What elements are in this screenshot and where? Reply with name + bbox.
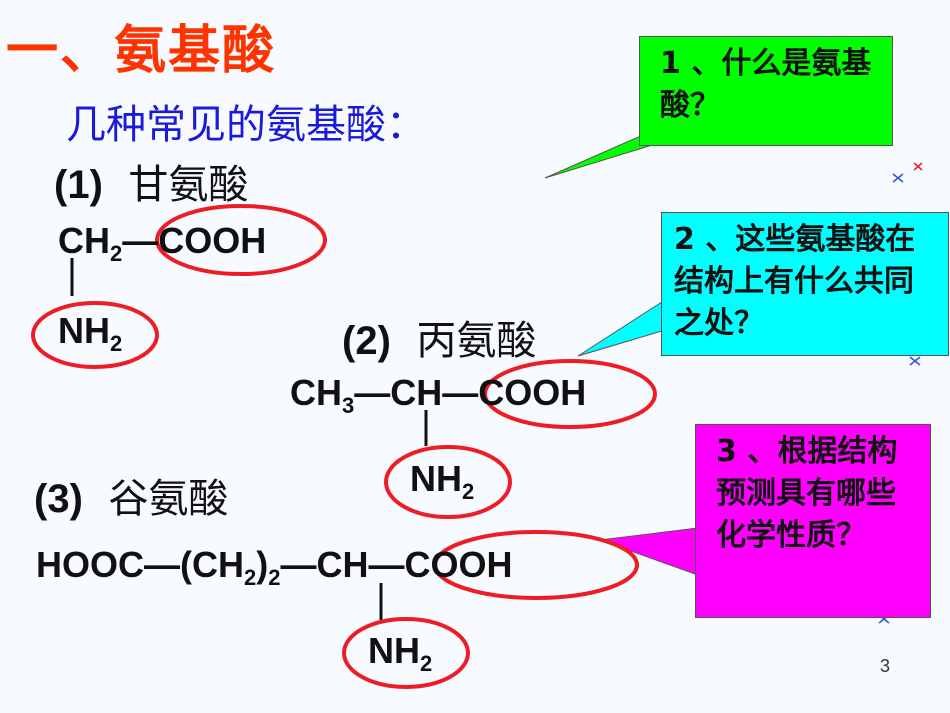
- formula-text: CH: [316, 544, 369, 585]
- question-callout-1: 1 、什么是氨基酸？: [639, 36, 893, 146]
- formula-text: CH: [58, 220, 110, 261]
- formula-bond: —: [280, 544, 317, 585]
- question-callout-2: 2 、这些氨基酸在结构上有什么共同之处？: [661, 212, 949, 356]
- formula-bond: —: [122, 220, 159, 261]
- alanine-formula: CH3—CH—COOH: [290, 372, 586, 419]
- formula-text: CH: [390, 372, 443, 413]
- formula-sub: 2: [110, 241, 123, 266]
- formula-text: CH: [290, 372, 342, 413]
- alanine-amino-group: NH2: [410, 458, 474, 505]
- formula-text: NH: [58, 310, 110, 351]
- formula-text: NH: [410, 458, 462, 499]
- glycine-amino-group: NH2: [58, 310, 122, 357]
- formula-sub: 3: [342, 393, 355, 418]
- amino-acid-label-2: (2) 丙氨酸: [342, 308, 536, 366]
- slide-title: 一、氨基酸: [6, 21, 277, 81]
- circle-alanine-nh2: [384, 445, 512, 519]
- circle-glutamate-cooh: [433, 530, 639, 600]
- formula-text: (CH: [180, 544, 244, 585]
- glutamate-amino-group: NH2: [368, 630, 432, 677]
- glutamate-formula: HOOC—(CH2)2—CH—COOH: [36, 544, 512, 591]
- amino-acid-index: (1): [54, 163, 103, 207]
- circle-alanine-cooh: [483, 359, 657, 429]
- formula-text: NH: [368, 630, 420, 671]
- formula-bond: —: [442, 372, 479, 413]
- formula-cooh: COOH: [404, 544, 513, 585]
- formula-cooh: COOH: [158, 220, 267, 261]
- formula-cooh: COOH: [478, 372, 587, 413]
- circle-glutamate-nh2: [342, 617, 470, 689]
- page-number: 3: [880, 656, 891, 676]
- amino-acid-label-1: (1) 甘氨酸: [54, 152, 248, 210]
- formula-bond: —: [144, 544, 180, 585]
- amino-acid-index: (3): [34, 477, 83, 521]
- formula-text: ): [256, 544, 269, 585]
- callout-3-pointer: [599, 527, 699, 576]
- amino-acid-label-3: (3) 谷氨酸: [34, 466, 228, 524]
- circle-glycine-cooh: [155, 204, 327, 276]
- glycine-formula: CH2—COOH: [58, 220, 266, 267]
- formula-sub: 2: [110, 331, 123, 356]
- slide-subtitle: 几种常见的氨基酸：: [66, 102, 426, 148]
- formula-bond: —: [368, 544, 405, 585]
- formula-bond: —: [354, 372, 391, 413]
- callout-2-pointer: [577, 299, 666, 357]
- amino-acid-name: 甘氨酸: [128, 162, 249, 208]
- formula-sub: 2: [268, 565, 281, 590]
- formula-sub: 2: [243, 565, 257, 590]
- circle-glycine-nh2: [31, 301, 159, 369]
- amino-acid-index: (2): [342, 319, 391, 363]
- question-callout-3: 3 、根据结构预测具有哪些化学性质？: [695, 424, 931, 618]
- amino-acid-name: 丙氨酸: [416, 318, 537, 364]
- formula-sub: 2: [462, 479, 475, 504]
- formula-sub: 2: [420, 651, 433, 676]
- amino-acid-name: 谷氨酸: [108, 476, 229, 522]
- formula-text: HOOC: [36, 544, 144, 585]
